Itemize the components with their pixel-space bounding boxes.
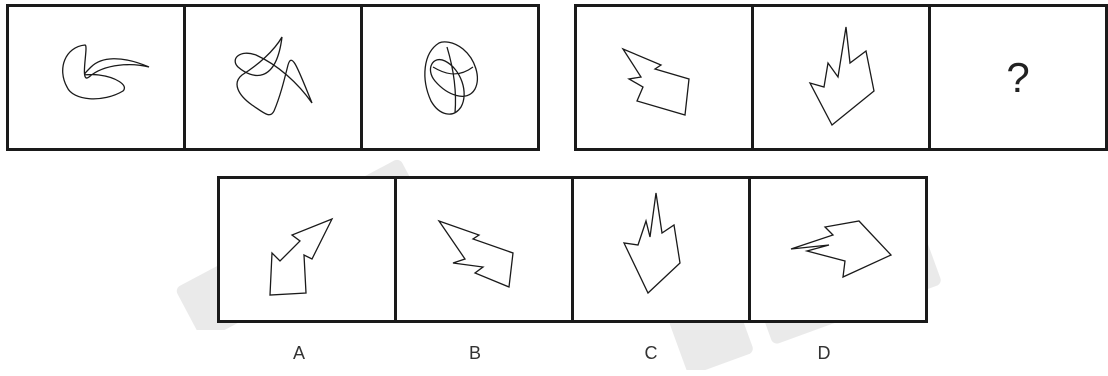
arrow-polygon bbox=[220, 179, 394, 320]
squiggle-drawing bbox=[186, 7, 360, 148]
option-label-c: C bbox=[631, 343, 671, 364]
figure-curve-1 bbox=[6, 4, 186, 151]
arrow-polygon bbox=[397, 179, 571, 320]
option-c[interactable] bbox=[571, 176, 751, 323]
question-mark: ? bbox=[931, 7, 1105, 148]
figure-curve-2 bbox=[183, 4, 363, 151]
figure-question: ? bbox=[928, 4, 1108, 151]
answer-options bbox=[217, 176, 928, 323]
option-label-a: A bbox=[279, 343, 319, 364]
sequence-arrows: ? bbox=[574, 4, 1108, 151]
arrow-polygon bbox=[754, 7, 928, 148]
figure-arrow-1 bbox=[574, 4, 754, 151]
option-a[interactable] bbox=[217, 176, 397, 323]
squiggle-drawing bbox=[9, 7, 183, 148]
option-d[interactable] bbox=[748, 176, 928, 323]
arrow-polygon bbox=[751, 179, 925, 320]
option-b[interactable] bbox=[394, 176, 574, 323]
arrow-polygon bbox=[577, 7, 751, 148]
option-label-d: D bbox=[804, 343, 844, 364]
figure-arrow-2 bbox=[751, 4, 931, 151]
option-label-b: B bbox=[455, 343, 495, 364]
squiggle-drawing bbox=[363, 7, 537, 148]
arrow-polygon bbox=[574, 179, 748, 320]
sequence-curves bbox=[6, 4, 540, 151]
figure-curve-3 bbox=[360, 4, 540, 151]
